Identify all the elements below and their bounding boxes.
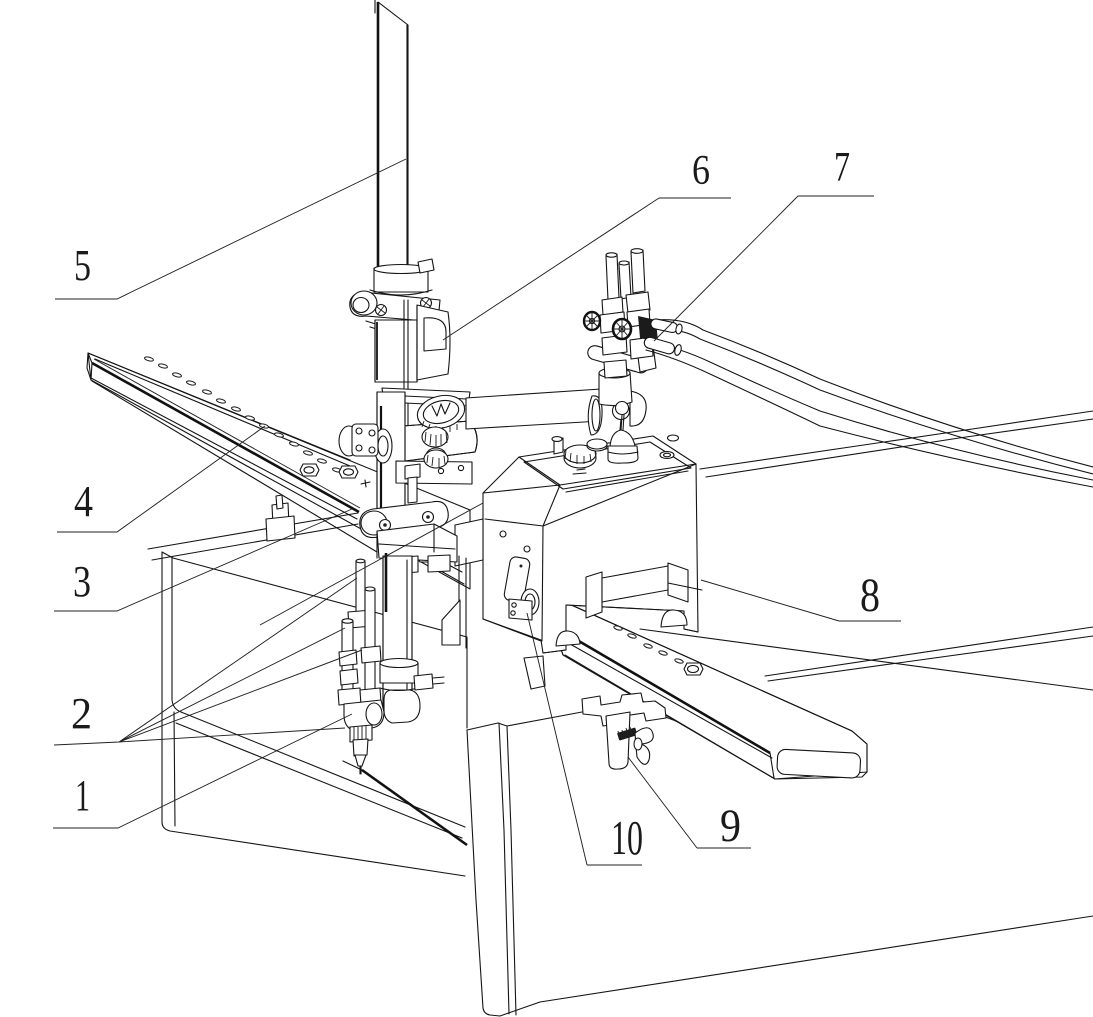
svg-text:4: 4 (74, 477, 93, 526)
svg-text:2: 2 (71, 689, 92, 738)
svg-text:7: 7 (834, 145, 850, 191)
svg-text:8: 8 (860, 569, 880, 622)
svg-text:5: 5 (74, 241, 91, 290)
svg-text:9: 9 (720, 800, 741, 852)
svg-text:6: 6 (692, 148, 710, 194)
svg-text:3: 3 (73, 557, 91, 606)
svg-text:10: 10 (611, 810, 643, 865)
svg-text:1: 1 (75, 771, 90, 820)
